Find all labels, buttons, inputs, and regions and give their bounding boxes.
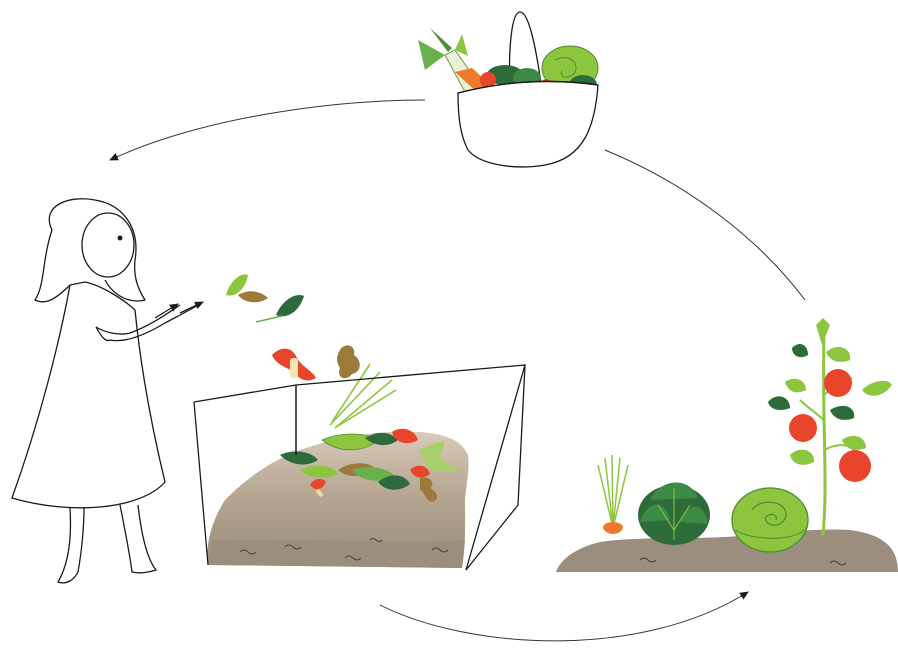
carrot-plant <box>598 455 628 534</box>
vegetable-basket <box>418 12 598 167</box>
arm-arrow-lower <box>180 302 203 313</box>
arrow-compost-to-garden <box>380 592 748 641</box>
arm-arrow-upper <box>155 304 178 318</box>
arrow-garden-to-basket <box>605 150 805 300</box>
spinach-plant <box>638 482 710 545</box>
flying-scraps <box>226 274 304 322</box>
person-figure <box>12 199 198 583</box>
lettuce-plant <box>732 488 808 552</box>
compost-bin <box>194 345 525 570</box>
garden-bed <box>556 318 898 572</box>
arrow-basket-to-person <box>110 100 425 160</box>
